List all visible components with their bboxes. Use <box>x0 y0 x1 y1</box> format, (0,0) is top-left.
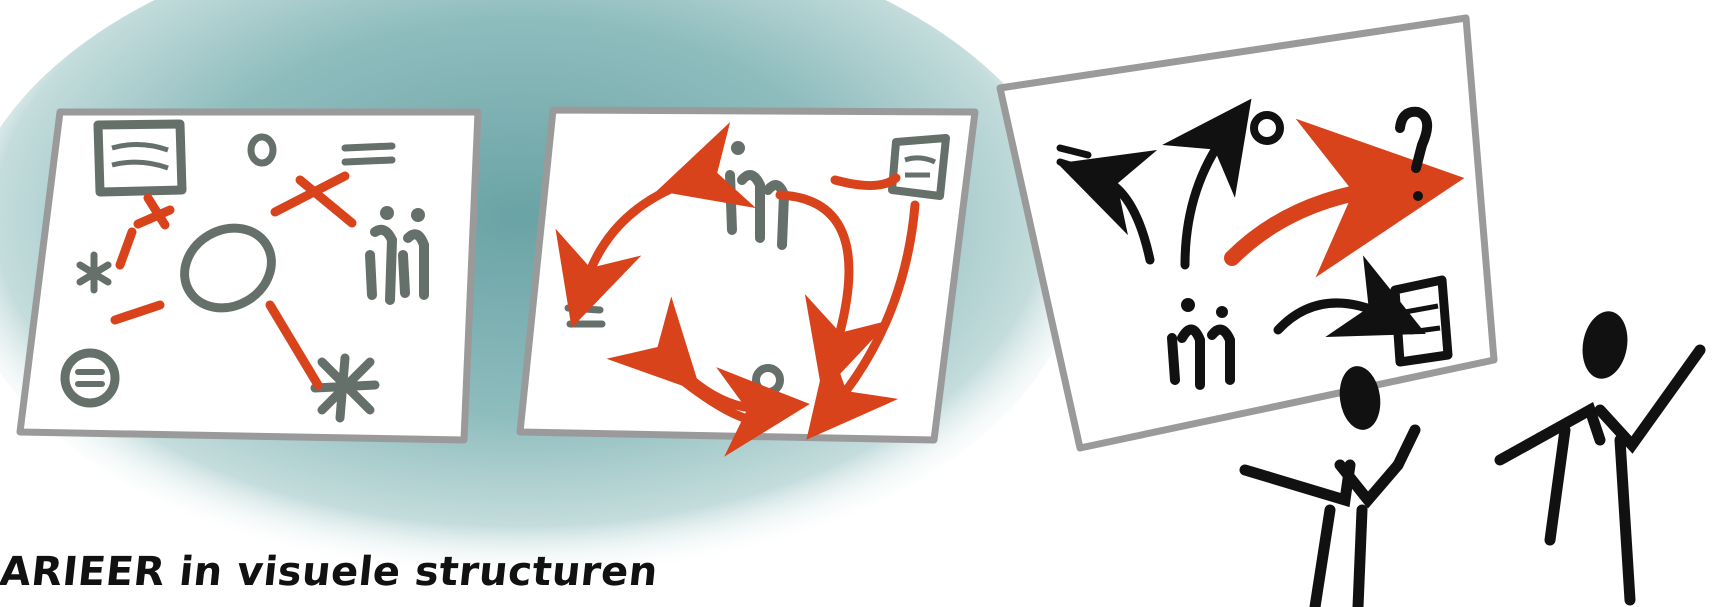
stick-figure-icon <box>1500 308 1700 600</box>
whiteboard-middle-icon <box>520 110 975 440</box>
whiteboard-right-icon <box>1000 18 1494 448</box>
caption: ARIEER in visuele structuren <box>0 548 660 596</box>
whiteboard-left-icon <box>20 112 478 440</box>
asterisk-icon <box>315 358 375 418</box>
